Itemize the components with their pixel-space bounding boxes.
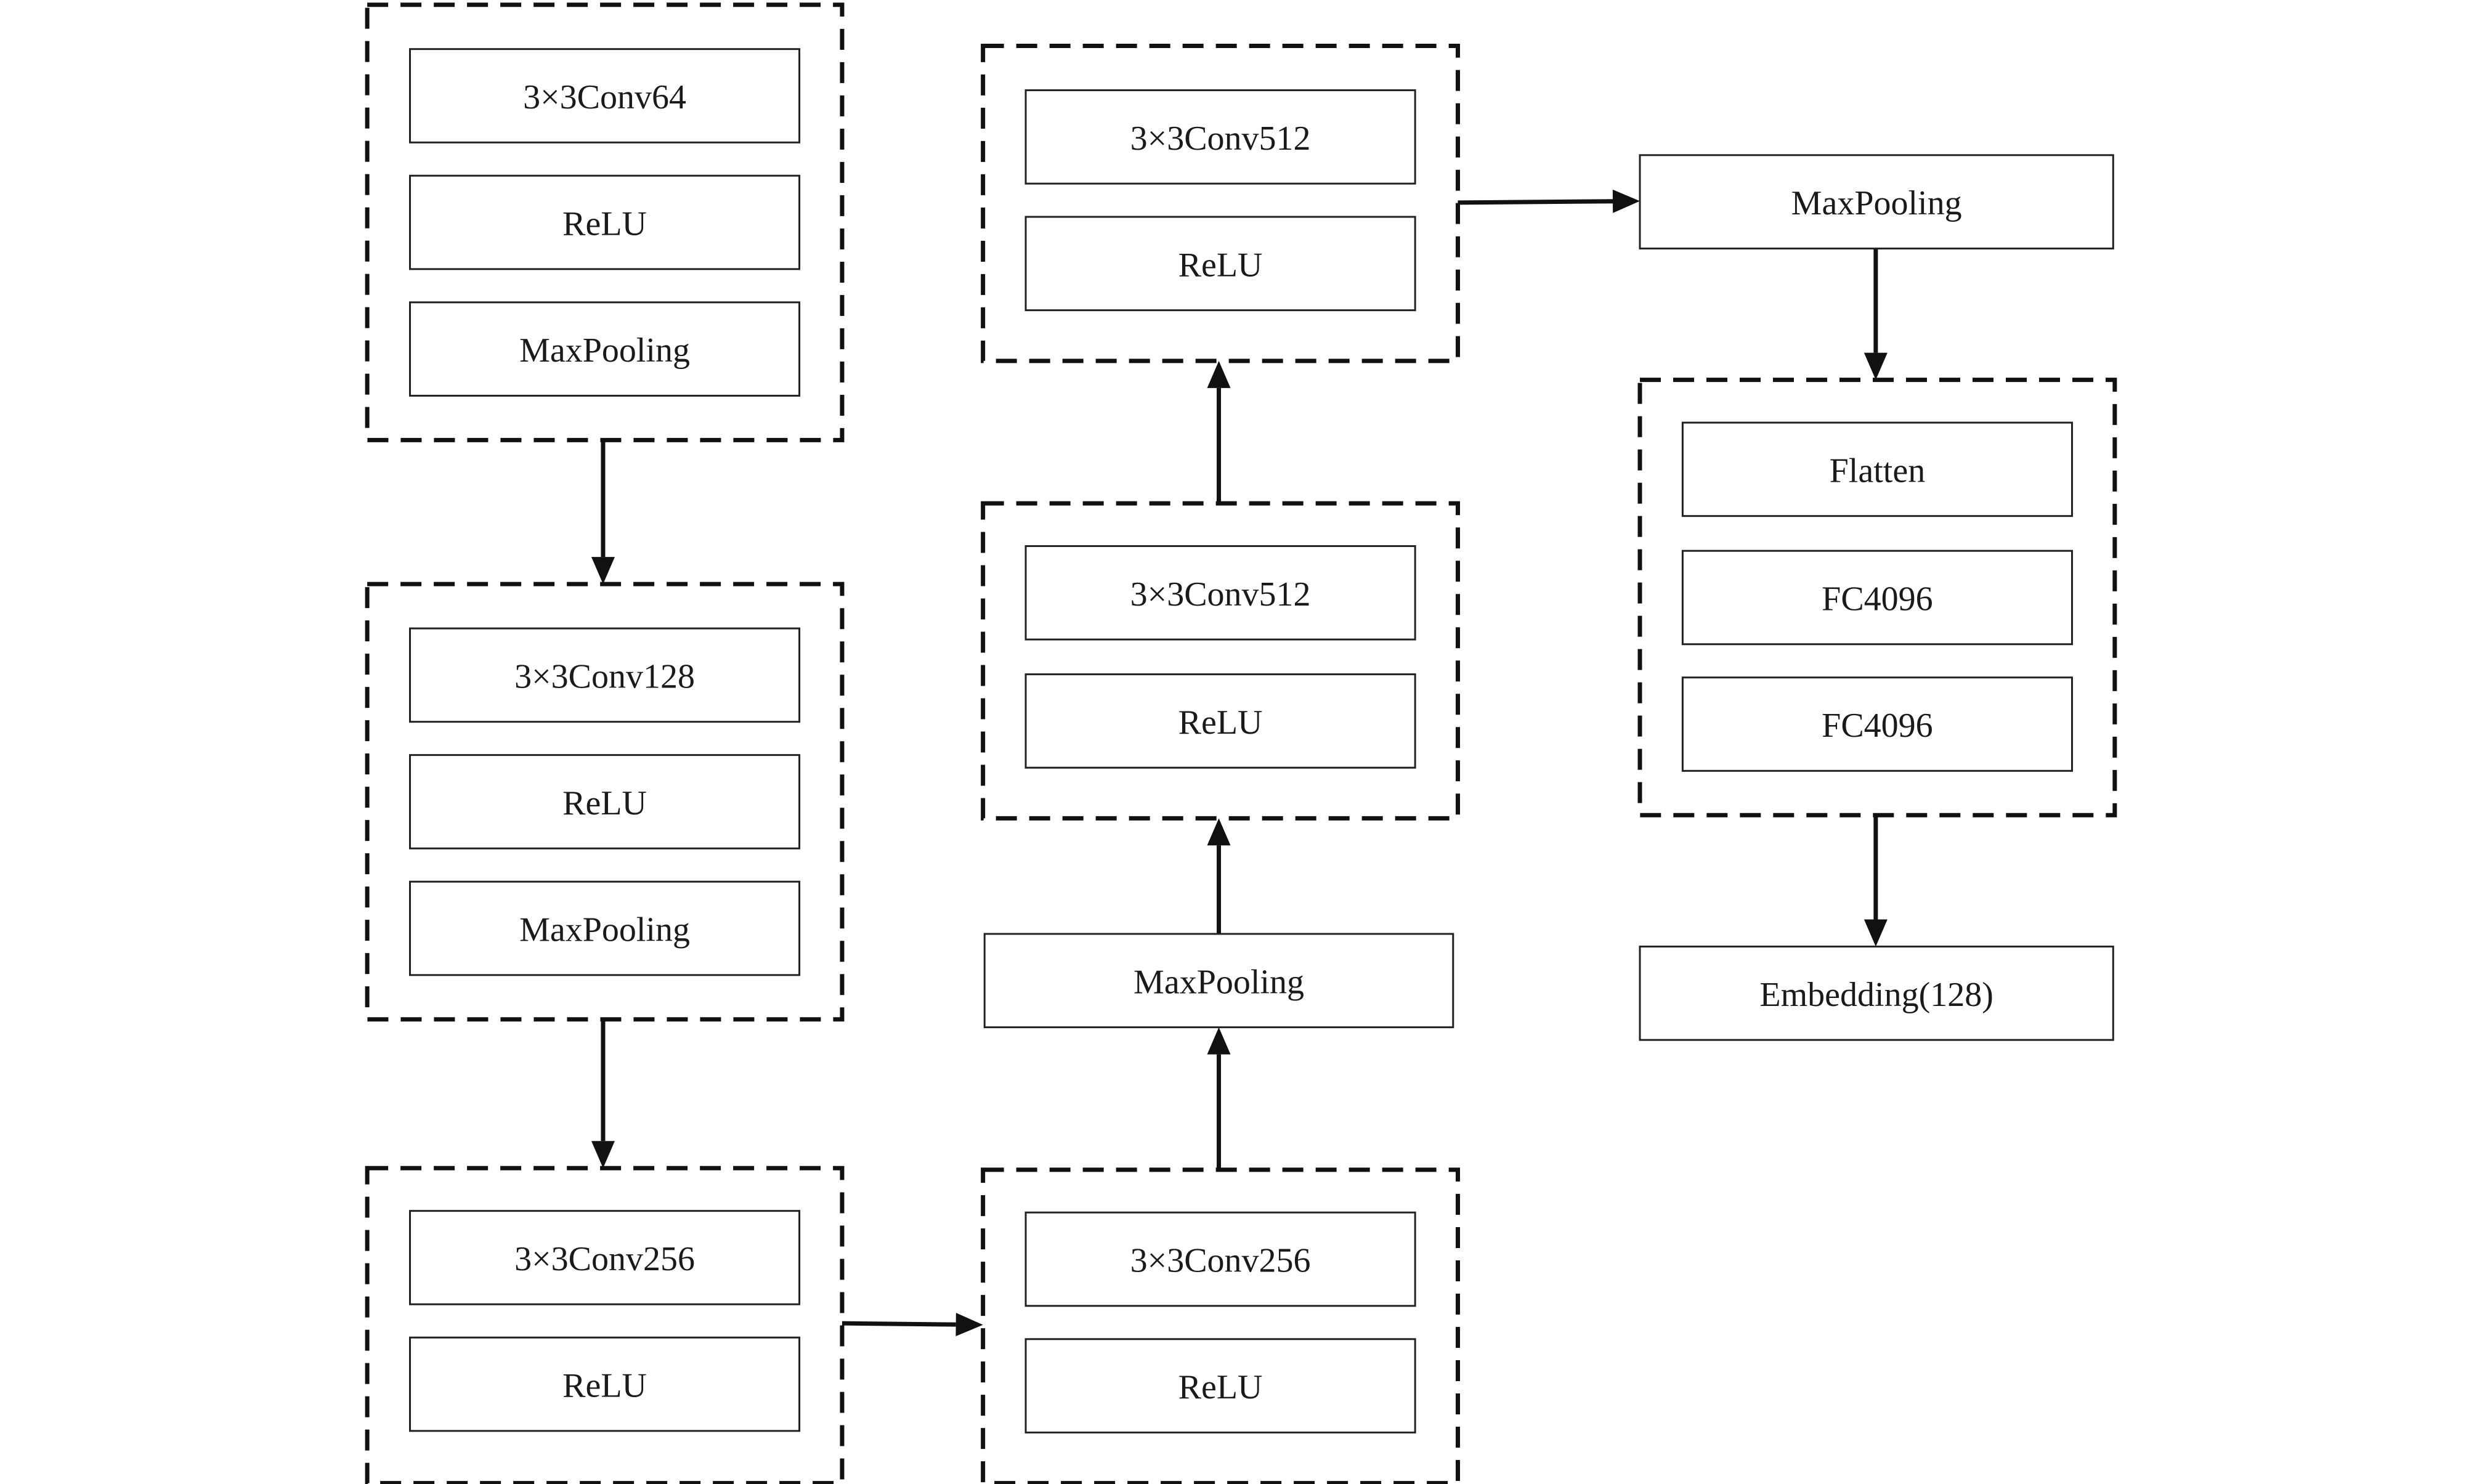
block-g2-pool: MaxPooling <box>409 880 801 976</box>
block-g2-relu: ReLU <box>409 754 801 849</box>
arrow-g6-to-pool-top <box>1458 189 1641 213</box>
block-g4-relu: ReLU <box>1024 1338 1416 1433</box>
block-g4-conv-label: 3×3Conv256 <box>1130 1242 1311 1280</box>
block-g7-flatten: Flatten <box>1681 421 2073 517</box>
block-g1-conv: 3×3Conv64 <box>409 48 801 144</box>
group-frame-g2 <box>365 582 845 1022</box>
block-g5-conv-label: 3×3Conv512 <box>1130 575 1311 614</box>
group-frame-g6 <box>981 44 1461 363</box>
block-pool-top: MaxPooling <box>1639 154 2114 249</box>
group-frame-g7 <box>1637 378 2117 817</box>
block-g3-relu-label: ReLU <box>562 1367 647 1405</box>
block-g6-conv: 3×3Conv512 <box>1024 89 1416 185</box>
group-frame-g3 <box>365 1166 845 1484</box>
block-g2-conv: 3×3Conv128 <box>409 627 801 723</box>
block-g2-relu-label: ReLU <box>562 784 647 822</box>
arrow-g2-to-g3 <box>591 1019 615 1169</box>
arrow-g7-to-embedding <box>1864 815 1888 947</box>
block-g7-flatten-label: Flatten <box>1830 452 1926 490</box>
block-g1-pool: MaxPooling <box>409 301 801 397</box>
edges-layer <box>591 189 1888 1337</box>
block-g4-conv: 3×3Conv256 <box>1024 1211 1416 1307</box>
arrow-g3-to-g4 <box>842 1313 983 1337</box>
block-g5-relu: ReLU <box>1024 673 1416 769</box>
group-frame-g4 <box>981 1167 1461 1484</box>
block-g1-relu: ReLU <box>409 174 801 270</box>
nodes-layer: 3×3Conv64ReLUMaxPooling3×3Conv128ReLUMax… <box>365 2 2117 1484</box>
block-embedding-label: Embedding(128) <box>1759 976 1993 1014</box>
block-g2-conv-label: 3×3Conv128 <box>514 657 695 695</box>
block-g3-relu: ReLU <box>409 1336 801 1432</box>
block-g5-conv: 3×3Conv512 <box>1024 545 1416 641</box>
group-frame-g5 <box>981 501 1461 821</box>
block-pool-top-label: MaxPooling <box>1791 184 1962 222</box>
block-g7-fc2: FC4096 <box>1681 676 2073 772</box>
block-g1-pool-label: MaxPooling <box>519 331 690 370</box>
block-g7-fc1: FC4096 <box>1681 549 2073 646</box>
block-g3-conv: 3×3Conv256 <box>409 1210 801 1305</box>
arrow-g5-to-g6 <box>1207 360 1231 504</box>
group-frame-g1 <box>365 2 845 442</box>
arrow-pool-mid-to-g5 <box>1207 818 1231 935</box>
block-g6-relu-label: ReLU <box>1178 246 1263 284</box>
block-g2-pool-label: MaxPooling <box>519 911 690 949</box>
block-g6-conv-label: 3×3Conv512 <box>1130 120 1311 158</box>
block-pool-mid-label: MaxPooling <box>1134 963 1304 1001</box>
block-g4-relu-label: ReLU <box>1178 1368 1263 1406</box>
block-g7-fc1-label: FC4096 <box>1822 580 1933 618</box>
block-g1-relu-label: ReLU <box>562 205 647 243</box>
block-g6-relu: ReLU <box>1024 216 1416 312</box>
arrow-g1-to-g2 <box>591 440 615 585</box>
block-g7-fc2-label: FC4096 <box>1822 707 1933 745</box>
block-embedding: Embedding(128) <box>1639 946 2114 1041</box>
block-g3-conv-label: 3×3Conv256 <box>514 1240 695 1278</box>
arrow-g4-to-pool-mid <box>1207 1027 1231 1170</box>
arrow-pool-top-to-g7 <box>1864 248 1888 380</box>
block-g5-relu-label: ReLU <box>1178 703 1263 742</box>
block-pool-mid: MaxPooling <box>983 933 1454 1029</box>
block-g1-conv-label: 3×3Conv64 <box>523 78 686 116</box>
